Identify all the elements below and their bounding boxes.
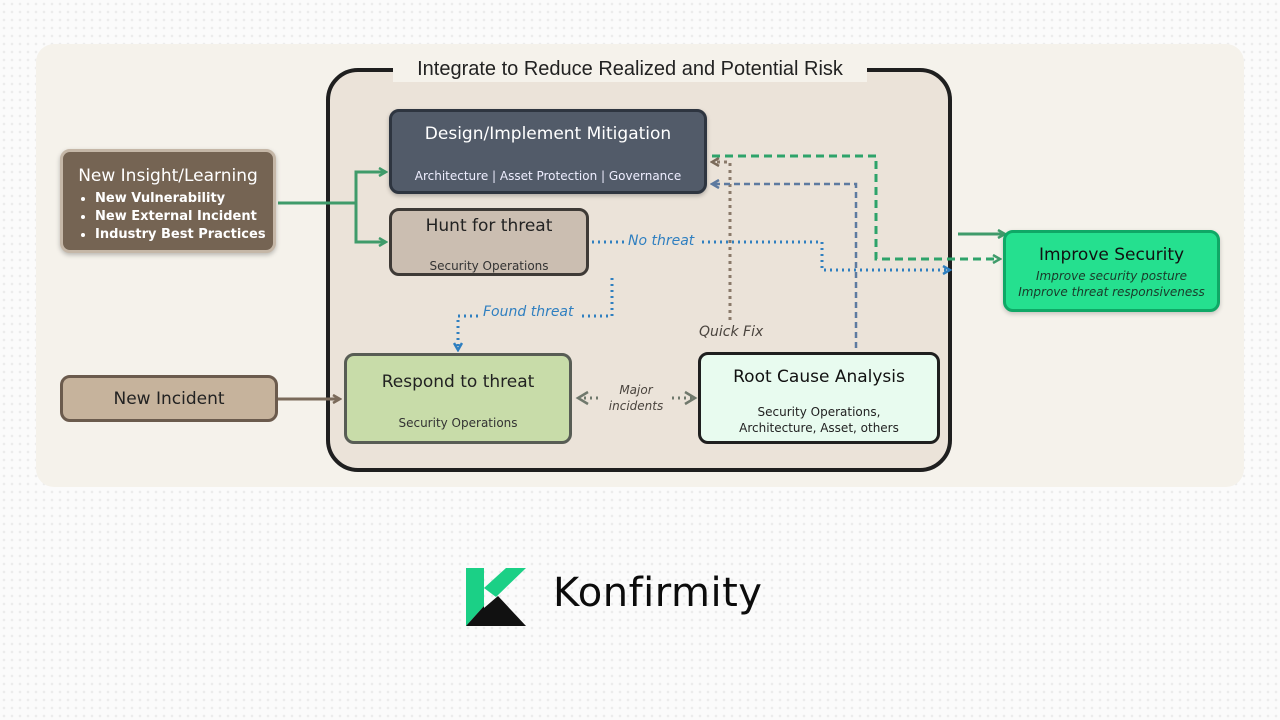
quick-fix-label: Quick Fix bbox=[699, 324, 764, 340]
insight-bullet: New Vulnerability bbox=[95, 190, 266, 208]
new-insight-learning-box: New Insight/Learning New Vulnerability N… bbox=[60, 149, 276, 253]
rca-subtitle: Security Operations, Architecture, Asset… bbox=[701, 404, 937, 436]
incident-title: New Incident bbox=[113, 389, 225, 409]
hunt-subtitle: Security Operations bbox=[429, 259, 549, 273]
new-incident-box: New Incident bbox=[60, 375, 278, 422]
edge-no-threat bbox=[592, 240, 950, 270]
design-subtitle: Architecture | Asset Protection | Govern… bbox=[414, 169, 682, 183]
improve-title: Improve Security bbox=[1038, 245, 1185, 265]
no-threat-label: No threat bbox=[628, 233, 695, 249]
respond-title: Respond to threat bbox=[381, 372, 535, 392]
root-cause-analysis-box: Root Cause Analysis Security Operations,… bbox=[698, 352, 940, 444]
edge-design-to-improve bbox=[712, 154, 1000, 259]
rca-subtitle-line1: Security Operations, bbox=[757, 405, 881, 419]
konfirmity-logo-icon bbox=[466, 568, 526, 626]
major-incidents-line2: incidents bbox=[608, 399, 664, 413]
frame-title: Integrate to Reduce Realized and Potenti… bbox=[393, 56, 867, 82]
design-implement-mitigation-box: Design/Implement Mitigation Architecture… bbox=[389, 109, 707, 194]
respond-to-threat-box: Respond to threat Security Operations bbox=[344, 353, 572, 444]
edge-found-threat bbox=[458, 278, 614, 350]
respond-subtitle: Security Operations bbox=[398, 416, 518, 430]
improve-security-box: Improve Security Improve security postur… bbox=[1003, 230, 1220, 312]
edge-insight-to-hunt bbox=[354, 203, 386, 242]
hunt-title: Hunt for threat bbox=[425, 216, 553, 236]
edge-insight-to-design bbox=[278, 172, 386, 205]
improve-line1: Improve security posture bbox=[1036, 269, 1187, 283]
edge-rca-to-design bbox=[712, 184, 858, 348]
insight-bullets: New Vulnerability New External Incident … bbox=[77, 190, 266, 244]
edge-quick-fix bbox=[712, 162, 732, 320]
improve-subtitle: Improve security posture Improve threat … bbox=[1006, 268, 1217, 300]
rca-subtitle-line2: Architecture, Asset, others bbox=[739, 421, 899, 435]
insight-bullet: New External Incident bbox=[95, 208, 266, 226]
found-threat-label: Found threat bbox=[483, 304, 574, 320]
major-incidents-line1: Major bbox=[619, 383, 653, 397]
insight-title: New Insight/Learning bbox=[78, 166, 258, 186]
hunt-for-threat-box: Hunt for threat Security Operations bbox=[389, 208, 589, 276]
design-title: Design/Implement Mitigation bbox=[424, 124, 672, 144]
major-incidents-label: Major incidents bbox=[605, 382, 667, 414]
rca-title: Root Cause Analysis bbox=[733, 367, 905, 387]
brand-name: Konfirmity bbox=[553, 570, 763, 616]
improve-line2: Improve threat responsiveness bbox=[1018, 285, 1205, 299]
insight-bullet: Industry Best Practices bbox=[95, 226, 266, 244]
